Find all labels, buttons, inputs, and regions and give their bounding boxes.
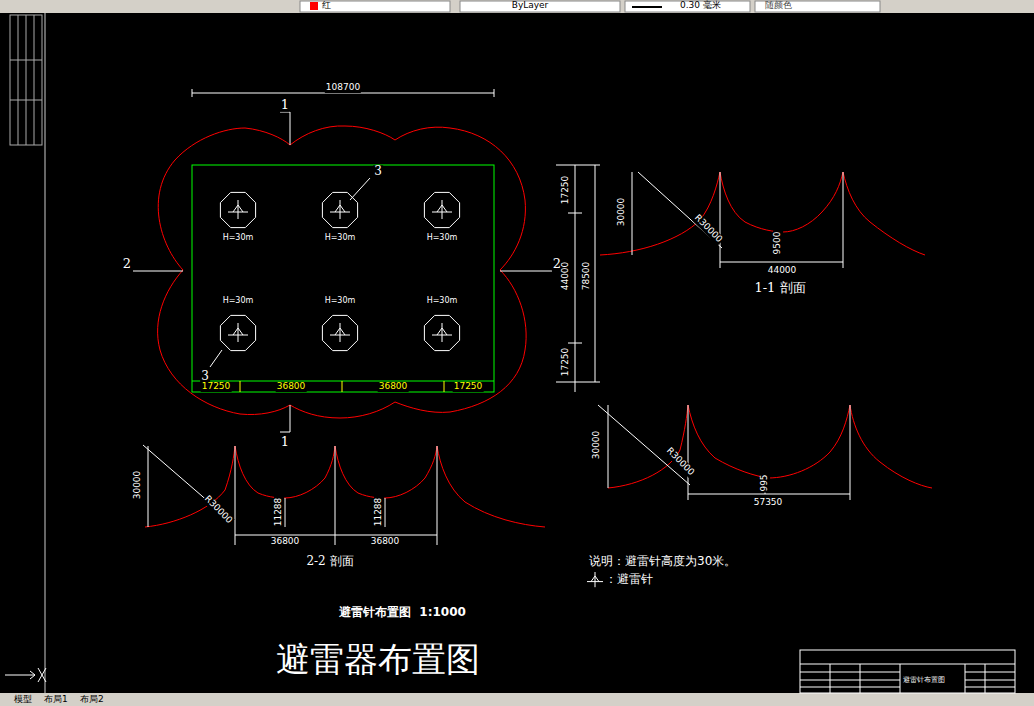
callout-number: 3 (373, 165, 383, 178)
toolbar (0, 0, 1034, 13)
drawing-caption: 避雷针布置图 1:1000 (338, 606, 467, 619)
section-mark: 2 (122, 257, 132, 271)
radius-label: R30000 (201, 493, 234, 526)
dimension: 11288 (374, 497, 384, 528)
dim-strip (192, 381, 494, 382)
rod-symbol (330, 323, 350, 342)
section-mark: 1 (280, 435, 290, 449)
toolbar-text: 0.30 毫米 (680, 1, 721, 11)
protection-zone (158, 126, 527, 418)
lineweight-sample (632, 6, 662, 8)
dimension: 36800 (370, 537, 401, 547)
rod-symbol (587, 572, 603, 587)
frame-line (45, 13, 46, 693)
section-mark: 1 (280, 98, 290, 112)
section-curve (608, 405, 932, 488)
section-curve (145, 446, 545, 527)
rod-symbol (228, 200, 248, 219)
plan-dimensions (133, 89, 600, 432)
tab-label: 布局2 (80, 695, 104, 705)
lightning-rod: H=30m (310, 190, 370, 252)
lightning-rod: H=30m (208, 190, 268, 252)
section-title: 1-1 剖面 (753, 281, 806, 295)
rod-height: H=30m (208, 234, 268, 243)
section-curve (600, 172, 925, 255)
toolbar-text: 红 (322, 1, 331, 11)
drawing-title: 避雷器布置图 (275, 641, 481, 678)
toolbar-text: 随颜色 (765, 1, 792, 11)
color-dropdown (300, 1, 450, 12)
lightning-rod: H=30m (412, 291, 472, 353)
tab-bar (0, 693, 1034, 706)
section-2-lines (143, 445, 437, 545)
title-block (800, 650, 1015, 693)
lightning-rod: H=30m (412, 190, 472, 252)
rod-octagon (412, 190, 472, 252)
rod-height: H=30m (208, 297, 268, 306)
rod-octagon (310, 190, 370, 252)
dimension: 17250 (561, 347, 571, 378)
dimension: 17250 (453, 382, 484, 392)
legend-text: ：避雷针 (604, 573, 654, 586)
dimension: 30000 (617, 197, 627, 228)
dimension: 17250 (561, 175, 571, 206)
lightning-rod: H=30m (310, 291, 370, 353)
rod-height: H=30m (412, 297, 472, 306)
rod-height: H=30m (310, 234, 370, 243)
linetype-dropdown (460, 1, 620, 12)
dimension: 44000 (561, 261, 571, 292)
section-3-lines (598, 405, 850, 500)
dimension: 36800 (270, 537, 301, 547)
lineweight-dropdown (625, 1, 750, 12)
dimension: 57350 (753, 498, 784, 508)
section-1-lines (632, 172, 843, 268)
note-text: 说明：避雷针高度为30米。 (588, 555, 737, 568)
dimension: 30000 (592, 430, 602, 461)
title-block-text: 避雷针布置图 (903, 677, 945, 685)
dimension: 11288 (274, 497, 284, 528)
rod-symbol (432, 200, 452, 219)
color-swatch (310, 2, 318, 10)
dimension: 78500 (582, 261, 592, 292)
dimension: 9500 (773, 231, 783, 256)
dim-ticks (240, 381, 444, 392)
rod-height: H=30m (310, 297, 370, 306)
dimension: 30000 (133, 470, 143, 501)
rod-octagon (208, 190, 268, 252)
rod-height: H=30m (412, 234, 472, 243)
ucs-icon (5, 668, 46, 682)
lightning-rod: H=30m (208, 291, 268, 353)
dimension: 108700 (325, 83, 361, 93)
legend-symbol (584, 570, 606, 590)
toolbar-text: ByLayer (512, 1, 549, 11)
rod-symbol (432, 323, 452, 342)
plotstyle-dropdown (755, 1, 880, 12)
side-table (10, 15, 42, 145)
dimension: 44000 (767, 266, 798, 276)
rod-symbol (228, 323, 248, 342)
dimension: 36800 (378, 382, 409, 392)
dimension: 36800 (276, 382, 307, 392)
section-title: 2-2 剖面 (305, 555, 354, 568)
rod-symbol (330, 200, 350, 219)
dimension: 995 (760, 473, 770, 492)
dimension: 17250 (201, 382, 232, 392)
tab-label: 模型 (14, 695, 32, 705)
site-boundary (192, 165, 494, 392)
tab-label: 布局1 (44, 695, 68, 705)
